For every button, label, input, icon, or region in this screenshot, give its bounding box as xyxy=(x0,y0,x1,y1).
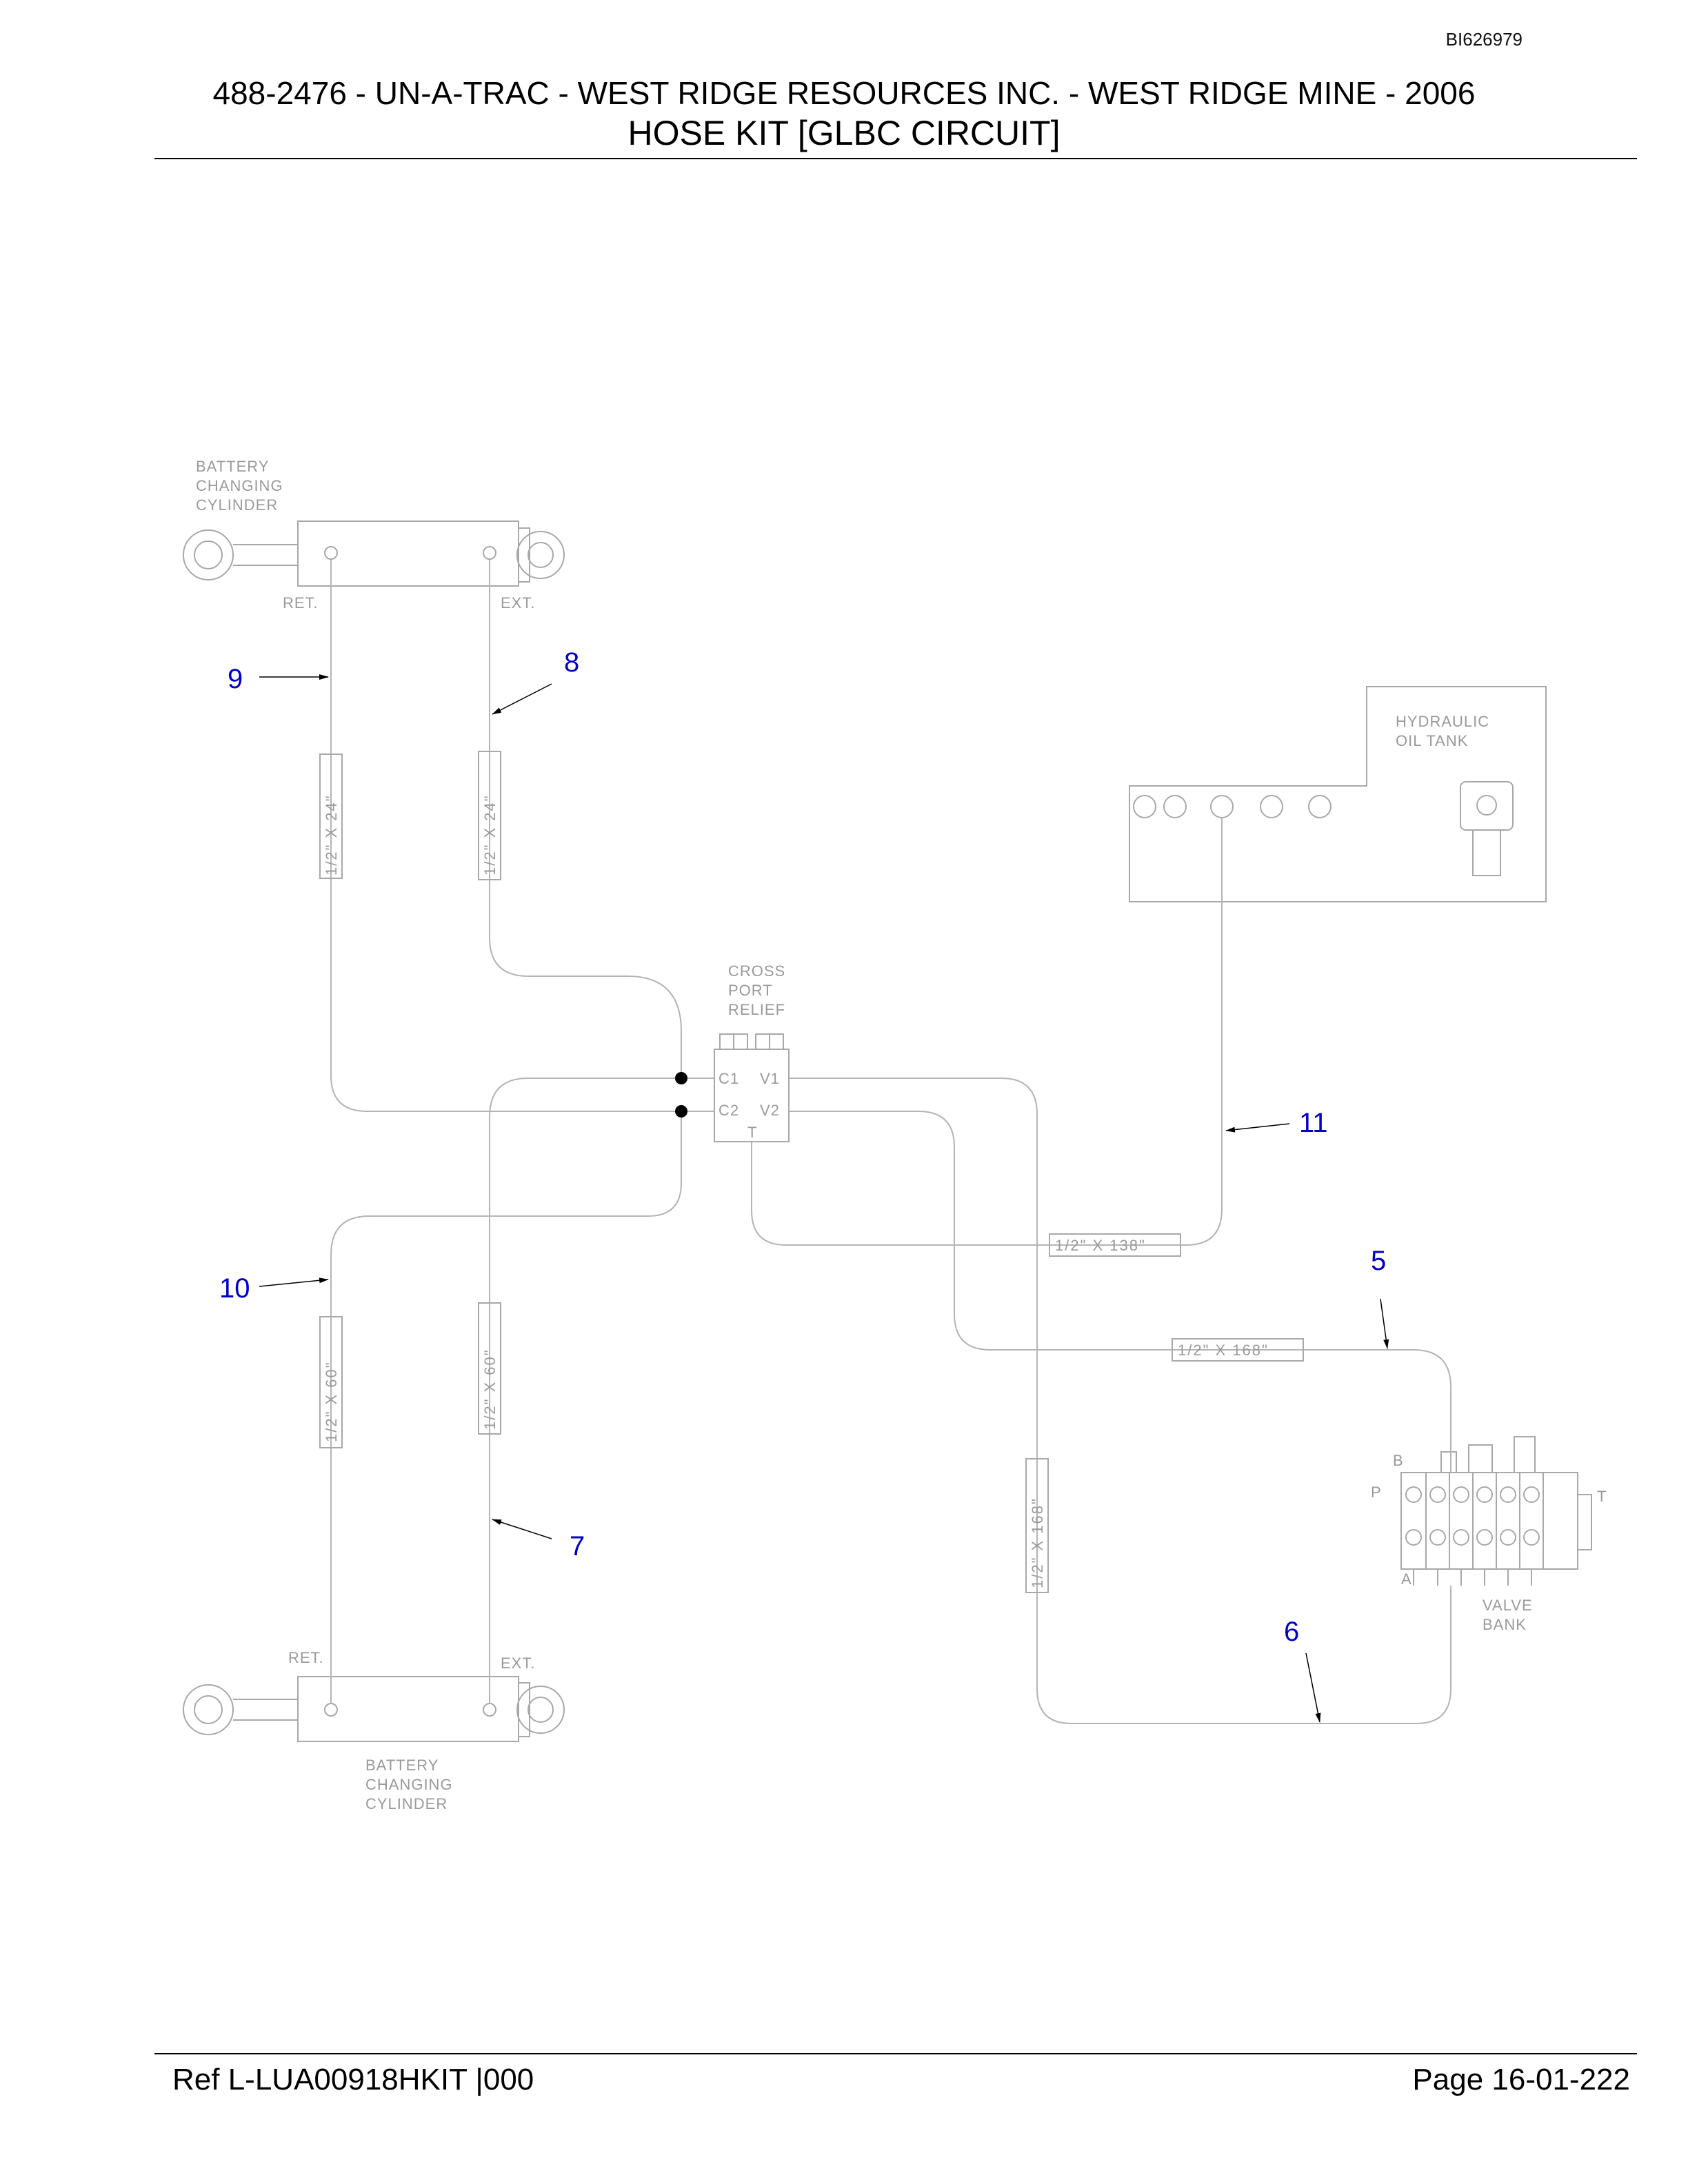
hose-7-size-tag: 1/2" X 60" xyxy=(478,1302,501,1435)
valve-port-t: T xyxy=(1597,1488,1607,1505)
hose-9-size-tag: 1/2" X 24" xyxy=(319,754,343,879)
hose-11-size-tag: 1/2" X 138" xyxy=(1049,1233,1181,1257)
callout-6-leader xyxy=(1305,1652,1321,1723)
hose-6-size-tag: 1/2" X 168" xyxy=(1025,1458,1049,1593)
valve-port-p: P xyxy=(1371,1484,1382,1501)
top-cylinder-label-line1: BATTERY xyxy=(196,458,269,475)
hose-7-line xyxy=(489,1078,681,1703)
hose-6-line xyxy=(789,1078,1451,1724)
bottom-cylinder-label-line3: CYLINDER xyxy=(365,1795,448,1812)
relief-port-v2: V2 xyxy=(760,1102,780,1119)
relief-port-t: T xyxy=(747,1124,757,1141)
header-rule xyxy=(154,158,1637,159)
callout-7: 7 xyxy=(570,1531,585,1561)
callout-5-leader xyxy=(1380,1298,1389,1349)
valve-label-line1: VALVE xyxy=(1483,1597,1533,1614)
junction-dot-c1 xyxy=(675,1072,687,1084)
hose-10-line xyxy=(330,1111,682,1703)
relief-label-line3: RELIEF xyxy=(728,1001,785,1018)
callout-11-leader xyxy=(1225,1123,1290,1133)
tank-label-line2: OIL TANK xyxy=(1396,732,1468,749)
junction-dot-c2 xyxy=(675,1105,687,1118)
top-port-ret: RET. xyxy=(283,594,319,611)
document-id: BI626979 xyxy=(1445,29,1523,50)
svg-text:1/2" X 60": 1/2" X 60" xyxy=(481,1348,499,1430)
bottom-cylinder-label-line2: CHANGING xyxy=(365,1776,453,1793)
callout-11: 11 xyxy=(1299,1108,1328,1138)
callout-10-leader xyxy=(259,1277,329,1287)
relief-port-c1: C1 xyxy=(719,1070,739,1087)
bottom-port-ret: RET. xyxy=(288,1649,324,1666)
callout-8: 8 xyxy=(564,647,579,678)
top-cylinder-label-line3: CYLINDER xyxy=(196,496,278,514)
bottom-port-ext: EXT. xyxy=(501,1655,535,1672)
top-cylinder-label-line2: CHANGING xyxy=(196,477,283,494)
hose-8-line xyxy=(489,560,682,1078)
callout-7-leader xyxy=(492,1519,552,1539)
hydraulic-oil-tank: HYDRAULIC OIL TANK xyxy=(1129,686,1547,902)
hose-9-line xyxy=(330,560,681,1112)
callout-10: 10 xyxy=(219,1273,250,1304)
svg-text:1/2" X 60": 1/2" X 60" xyxy=(323,1361,340,1442)
tank-label-line1: HYDRAULIC xyxy=(1396,713,1489,730)
valve-bank: B P A T VALVE BANK xyxy=(1371,1436,1607,1633)
hose-11-line xyxy=(751,818,1223,1246)
valve-label-line2: BANK xyxy=(1483,1616,1527,1633)
callout-9: 9 xyxy=(228,664,243,694)
footer-page: Page 16-01-222 xyxy=(1412,2063,1630,2096)
footer-rule xyxy=(154,2053,1637,2054)
cross-port-relief: CROSS PORT RELIEF C1 V1 C2 V2 T xyxy=(714,962,790,1142)
valve-port-b: B xyxy=(1393,1452,1404,1469)
valve-port-a: A xyxy=(1401,1570,1412,1588)
svg-text:1/2" X 138": 1/2" X 138" xyxy=(1055,1237,1146,1254)
callout-6: 6 xyxy=(1284,1617,1299,1647)
svg-text:1/2" X 168": 1/2" X 168" xyxy=(1029,1497,1046,1588)
page-title: 488-2476 - UN-A-TRAC - WEST RIDGE RESOUR… xyxy=(212,75,1476,111)
bottom-cylinder-label-line1: BATTERY xyxy=(365,1757,439,1774)
hose-5-line xyxy=(789,1111,1451,1473)
svg-text:1/2" X 168": 1/2" X 168" xyxy=(1178,1342,1269,1359)
footer-ref: Ref L-LUA00918HKIT |000 xyxy=(172,2063,534,2096)
relief-label-line1: CROSS xyxy=(728,962,785,980)
relief-label-line2: PORT xyxy=(728,982,773,999)
top-port-ext: EXT. xyxy=(501,594,535,611)
hose-8-size-tag: 1/2" X 24" xyxy=(478,751,501,880)
hose-10-size-tag: 1/2" X 60" xyxy=(319,1316,343,1448)
page-subtitle: HOSE KIT [GLBC CIRCUIT] xyxy=(627,114,1061,152)
svg-text:1/2" X 24": 1/2" X 24" xyxy=(323,794,340,876)
relief-port-v1: V1 xyxy=(760,1070,780,1087)
svg-text:1/2" X 24": 1/2" X 24" xyxy=(481,794,499,876)
callout-5: 5 xyxy=(1371,1246,1386,1276)
top-battery-changing-cylinder: BATTERY CHANGING CYLINDER RET. EXT. xyxy=(183,458,565,611)
relief-port-c2: C2 xyxy=(719,1102,739,1119)
hose-5-size-tag: 1/2" X 168" xyxy=(1172,1338,1304,1362)
bottom-battery-changing-cylinder: RET. EXT. BATTERY CHANGING CYLINDER xyxy=(183,1649,565,1812)
callout-8-leader xyxy=(492,683,552,715)
